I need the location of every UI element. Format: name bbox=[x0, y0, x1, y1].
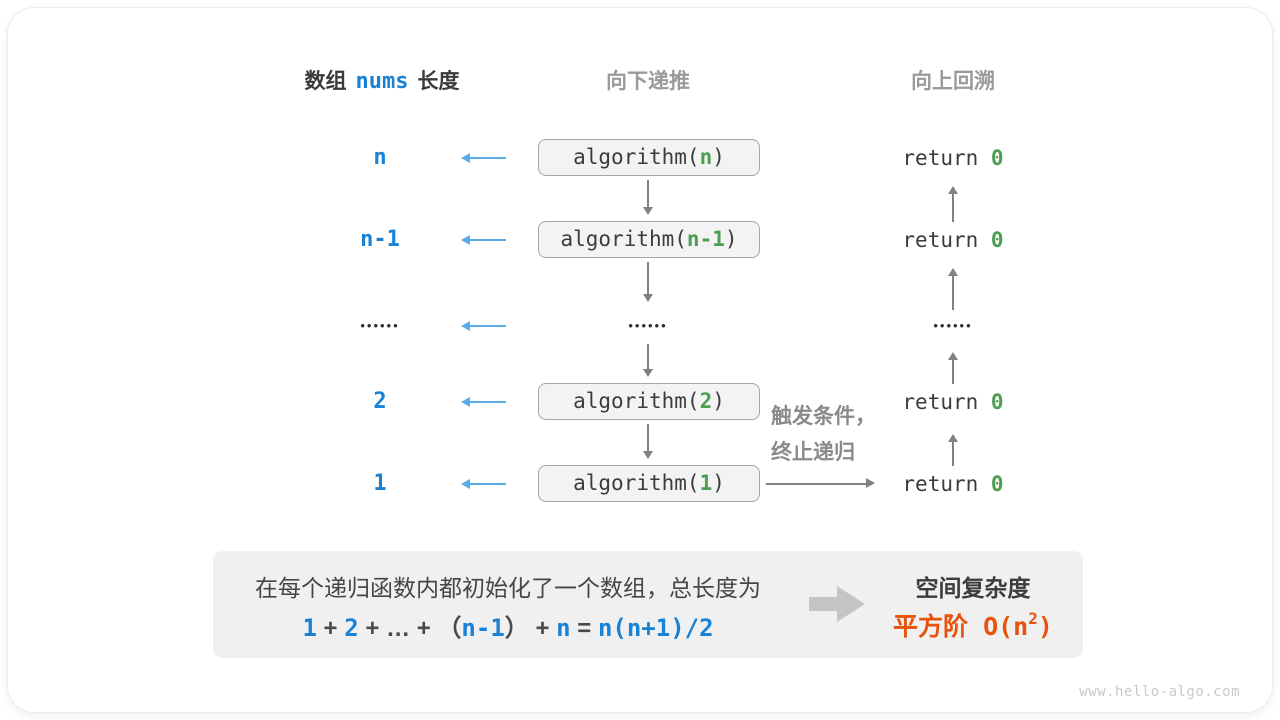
ellipsis-middle: •••••• bbox=[628, 318, 668, 333]
block-arrow-icon bbox=[809, 586, 865, 622]
ellipsis-left: •••••• bbox=[360, 318, 400, 333]
space-complexity-value: 平方阶 O(n2) bbox=[888, 607, 1058, 643]
space-complexity-title: 空间复杂度 bbox=[915, 575, 1031, 601]
call-text-close: ) bbox=[712, 145, 725, 169]
call-box-2: algorithm(2) bbox=[538, 383, 760, 420]
return-keyword: return bbox=[902, 390, 991, 414]
down-arrow-icon bbox=[643, 424, 652, 459]
return-statement-1: return 0 bbox=[872, 144, 1034, 172]
terminate-annotation-line1: 触发条件， bbox=[771, 405, 876, 428]
complexity-exponent: 2 bbox=[1028, 608, 1038, 628]
formula-token: （ bbox=[437, 615, 462, 642]
return-statement-2: return 0 bbox=[872, 226, 1034, 254]
left-arrow-icon bbox=[461, 396, 506, 407]
formula-token: n-1 bbox=[461, 614, 505, 642]
call-arg: 2 bbox=[699, 389, 713, 413]
up-arrow-icon bbox=[948, 268, 957, 310]
call-arg: n-1 bbox=[686, 227, 725, 251]
left-arrow-icon bbox=[461, 234, 506, 245]
return-keyword: return bbox=[902, 228, 991, 252]
call-box-1: algorithm(1) bbox=[538, 465, 760, 502]
right-arrow-icon bbox=[766, 478, 875, 488]
formula-token: … bbox=[386, 615, 411, 642]
formula-token: = bbox=[570, 615, 598, 642]
return-statement-4: return 0 bbox=[872, 388, 1034, 416]
left-arrow-icon bbox=[461, 320, 506, 331]
up-arrow-icon bbox=[948, 352, 957, 384]
left-arrow-icon bbox=[461, 152, 506, 163]
formula-token: + bbox=[358, 615, 387, 642]
return-statement-5: return 0 bbox=[872, 470, 1034, 498]
left-arrow-icon bbox=[461, 478, 506, 489]
nums-code-label: nums bbox=[355, 69, 409, 94]
complexity-suffix: ) bbox=[1037, 612, 1053, 641]
formula-token: 2 bbox=[344, 614, 359, 642]
call-text-close: ) bbox=[724, 227, 738, 251]
return-value: 0 bbox=[990, 146, 1004, 170]
call-text-close: ) bbox=[712, 389, 725, 413]
call-text: algorithm( bbox=[573, 145, 700, 169]
length-label-n: n bbox=[373, 145, 387, 170]
call-text: algorithm( bbox=[573, 389, 700, 413]
call-text: algorithm( bbox=[573, 471, 700, 495]
down-arrow-icon bbox=[643, 344, 652, 377]
header-array-suffix: 长度 bbox=[417, 70, 460, 93]
formula-token: + bbox=[528, 615, 557, 642]
formula-token: + bbox=[316, 615, 345, 642]
up-arrow-icon bbox=[948, 434, 957, 466]
complexity-prefix: 平方阶 O(n bbox=[893, 612, 1029, 641]
formula-token: ） bbox=[504, 615, 529, 642]
header-array-prefix: 数组 bbox=[304, 70, 347, 93]
call-box-n-1: algorithm(n-1) bbox=[538, 221, 760, 258]
header-recurse-down: 向下递推 bbox=[606, 70, 690, 93]
watermark: www.hello-algo.com bbox=[1079, 684, 1240, 700]
header-backtrack-up: 向上回溯 bbox=[911, 70, 995, 93]
return-value: 0 bbox=[990, 472, 1004, 496]
formula-token: + bbox=[410, 615, 438, 642]
formula-token: 1 bbox=[302, 614, 317, 642]
summary-formula: 1 + 2 + … + （n-1） + n = n(n+1)/2 bbox=[233, 608, 783, 643]
ellipsis-right: •••••• bbox=[933, 318, 973, 333]
formula-token: n bbox=[556, 614, 571, 642]
return-value: 0 bbox=[990, 228, 1004, 252]
length-label-2: 2 bbox=[373, 389, 387, 414]
summary-panel bbox=[213, 551, 1083, 658]
call-box-n: algorithm(n) bbox=[538, 139, 760, 176]
length-label-1: 1 bbox=[373, 471, 387, 496]
formula-token: n(n+1)/2 bbox=[597, 614, 714, 642]
summary-description: 在每个递归函数内都初始化了一个数组，总长度为 bbox=[255, 575, 761, 601]
call-arg: n bbox=[699, 145, 713, 169]
terminate-annotation-line2: 终止递归 bbox=[771, 441, 855, 464]
call-arg: 1 bbox=[699, 471, 713, 495]
down-arrow-icon bbox=[643, 262, 652, 302]
call-text: algorithm( bbox=[560, 227, 687, 251]
length-label-n-1: n-1 bbox=[360, 227, 400, 252]
return-value: 0 bbox=[990, 390, 1004, 414]
down-arrow-icon bbox=[643, 180, 652, 215]
return-keyword: return bbox=[902, 472, 991, 496]
return-keyword: return bbox=[902, 146, 991, 170]
call-text-close: ) bbox=[712, 471, 725, 495]
header-array-length: 数组 nums 长度 bbox=[242, 68, 522, 96]
up-arrow-icon bbox=[948, 186, 957, 222]
